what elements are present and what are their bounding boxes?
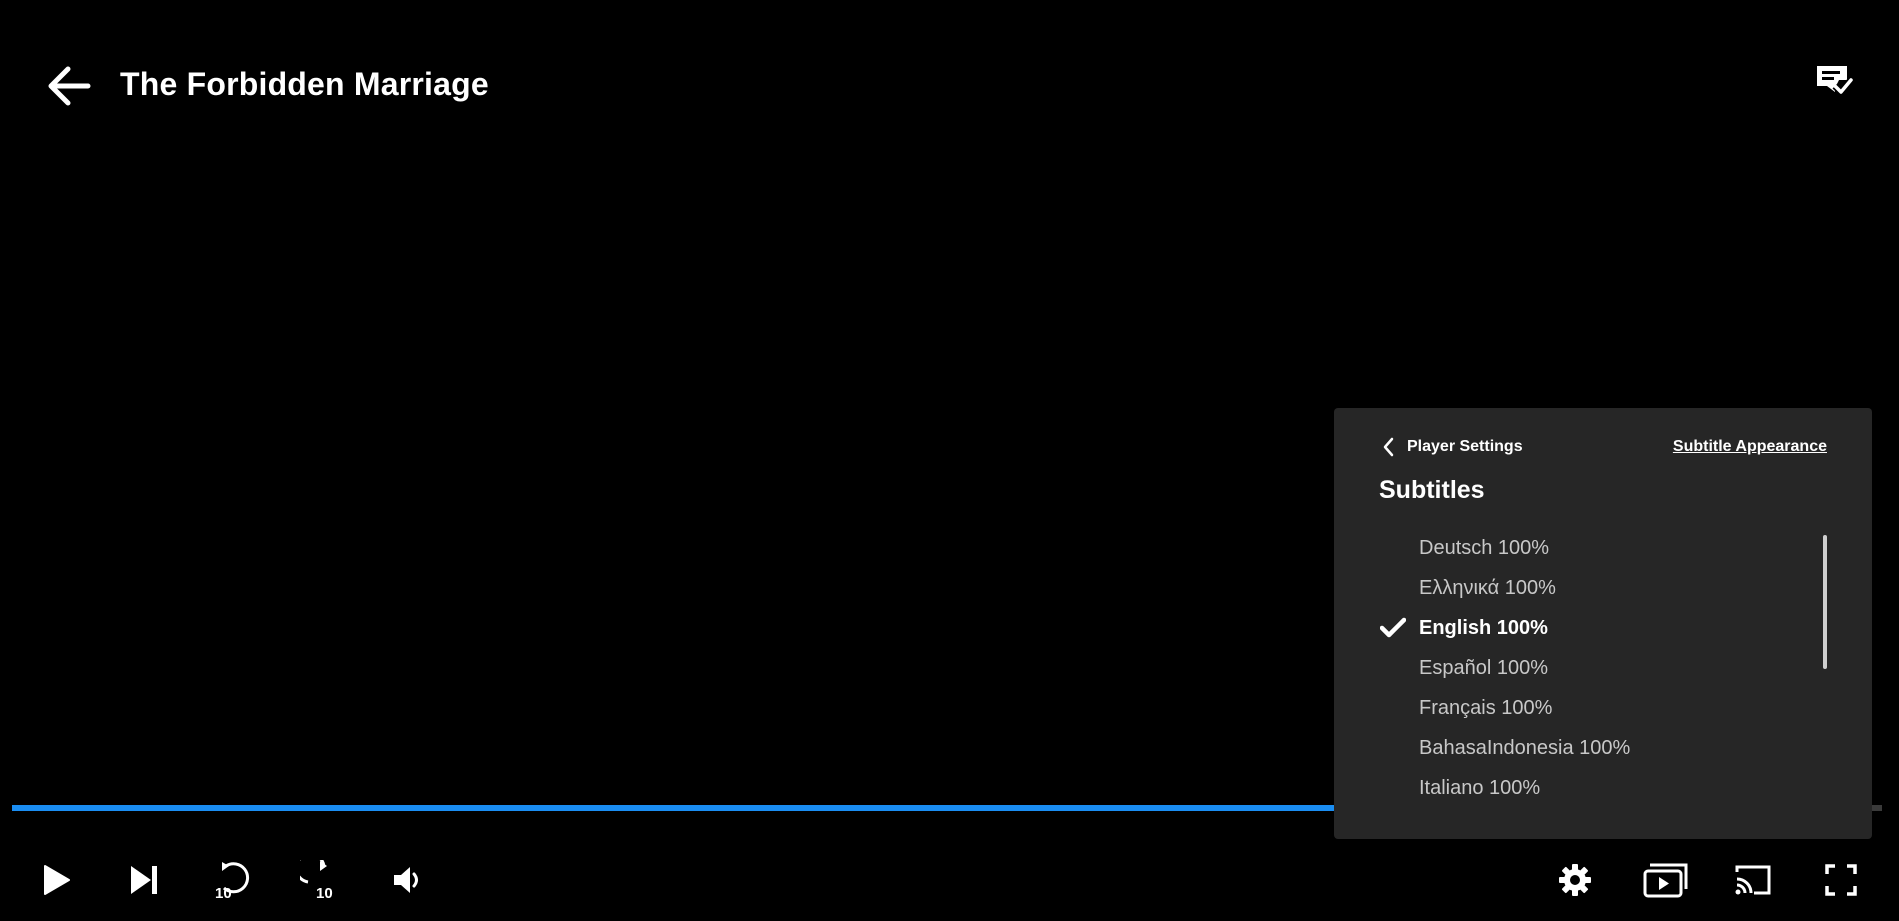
picture-in-picture-icon [1643, 862, 1689, 898]
subtitle-option[interactable]: Italiano 100% [1334, 768, 1854, 808]
volume-icon [391, 863, 425, 897]
fullscreen-button[interactable] [1821, 860, 1861, 900]
checkmark-icon [1380, 617, 1406, 639]
forward-10-icon: 10 [300, 860, 340, 900]
forward-10-button[interactable]: 10 [300, 860, 340, 900]
subtitle-option[interactable]: Español 100% [1334, 648, 1854, 688]
subtitle-option[interactable]: English 100% [1334, 608, 1854, 648]
chevron-left-icon [1381, 437, 1397, 457]
player-settings-label: Player Settings [1407, 438, 1523, 455]
rewind-seconds-label: 10 [215, 885, 232, 900]
progress-bar[interactable] [12, 805, 1882, 811]
subtitle-option-label: Deutsch 100% [1419, 536, 1550, 559]
forward-seconds-label: 10 [316, 885, 333, 900]
progress-fill [12, 805, 1340, 811]
subtitle-options-list[interactable]: OffDeutsch 100%Ελληνικά 100%English 100%… [1334, 522, 1872, 822]
subtitle-settings-panel: Player Settings Subtitle Appearance Subt… [1334, 408, 1872, 839]
subtitle-option-label: Ελληνικά 100% [1419, 576, 1556, 599]
feedback-icon[interactable] [1813, 62, 1853, 102]
video-title: The Forbidden Marriage [120, 66, 489, 102]
back-arrow-icon[interactable] [44, 64, 92, 108]
subtitles-heading: Subtitles [1379, 476, 1485, 504]
subtitle-appearance-link[interactable]: Subtitle Appearance [1672, 438, 1827, 455]
play-icon [40, 863, 72, 897]
subtitle-option-label: English 100% [1419, 616, 1548, 639]
settings-button[interactable] [1555, 860, 1595, 900]
subtitle-option-label: Español 100% [1419, 656, 1548, 679]
cast-button[interactable] [1733, 860, 1773, 900]
rewind-10-icon: 10 [212, 860, 252, 900]
subtitle-option[interactable]: Français 100% [1334, 688, 1854, 728]
play-button[interactable] [36, 860, 76, 900]
volume-button[interactable] [388, 860, 428, 900]
skip-next-button[interactable] [124, 860, 164, 900]
scrollbar-thumb[interactable] [1823, 535, 1827, 669]
cast-icon [1734, 863, 1772, 897]
subtitle-option[interactable]: BahasaIndonesia 100% [1334, 728, 1854, 768]
gear-icon [1557, 862, 1593, 898]
fullscreen-icon [1824, 863, 1858, 897]
subtitle-option-label: Italiano 100% [1419, 776, 1541, 799]
rewind-10-button[interactable]: 10 [212, 860, 252, 900]
subtitle-option[interactable]: Deutsch 100% [1334, 528, 1854, 568]
picture-in-picture-button[interactable] [1643, 860, 1689, 900]
subtitle-option[interactable]: Ελληνικά 100% [1334, 568, 1854, 608]
subtitle-option-label: Français 100% [1419, 696, 1553, 719]
subtitle-option-label: BahasaIndonesia 100% [1419, 736, 1631, 759]
skip-next-icon [127, 863, 161, 897]
player-settings-back-button[interactable]: Player Settings [1381, 437, 1523, 457]
